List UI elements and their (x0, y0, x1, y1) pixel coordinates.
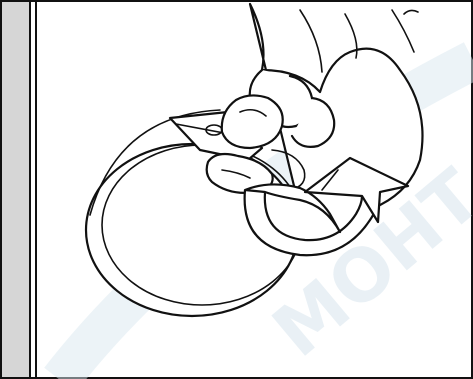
corner-mark (403, 9, 419, 15)
appliance-side-panel (2, 2, 37, 377)
curved-counterclockwise-arrow-icon (243, 156, 410, 257)
